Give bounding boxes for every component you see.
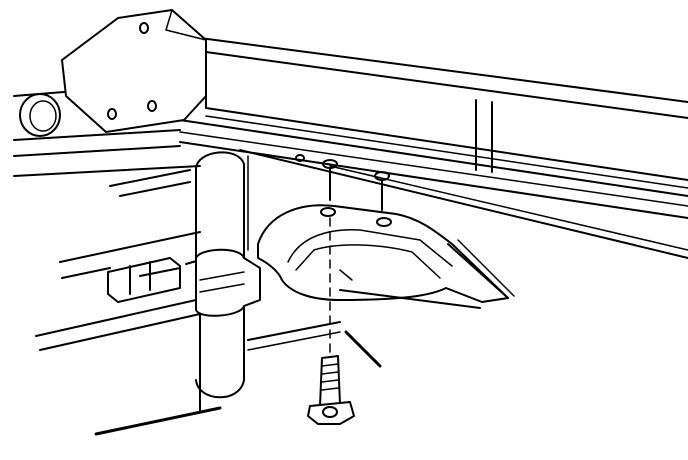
crossmember <box>35 151 341 436</box>
bolt-hole <box>376 217 392 227</box>
upper-bolt <box>322 159 390 211</box>
bolt-hole <box>320 207 336 217</box>
end-bracket <box>61 9 207 133</box>
rivet <box>139 22 149 34</box>
rivet <box>147 100 157 112</box>
bolt-hole <box>295 154 305 162</box>
mounting-bolt <box>307 217 355 425</box>
frame-hole <box>19 93 61 137</box>
mounting-bracket <box>257 154 515 309</box>
rivet <box>107 108 117 120</box>
leader-line <box>344 330 382 368</box>
frame-rail <box>13 37 688 259</box>
